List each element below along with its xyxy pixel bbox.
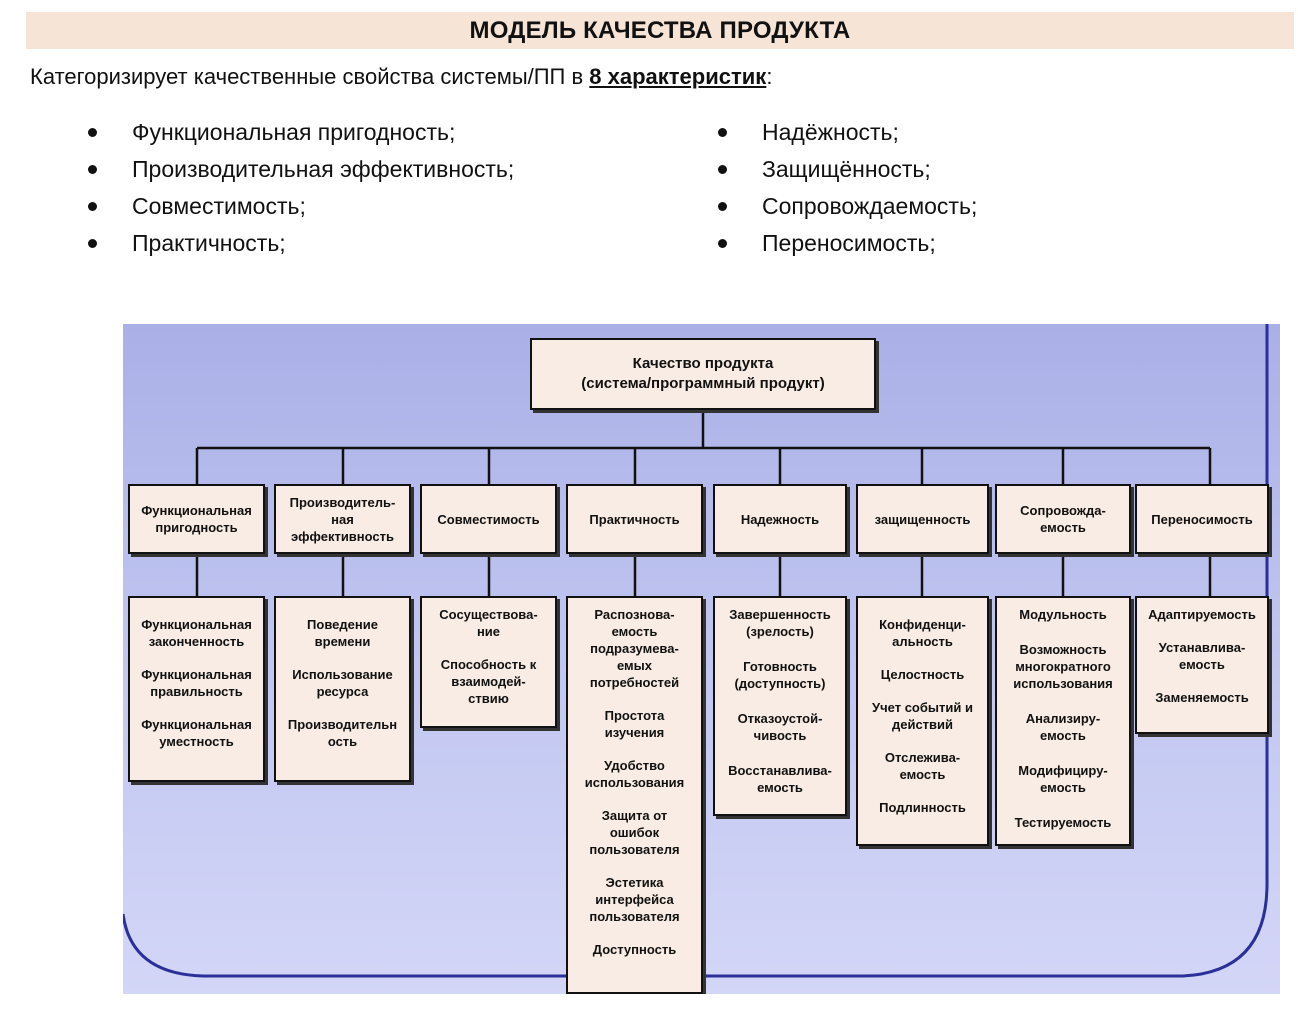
characteristic-node: Переносимость bbox=[1135, 484, 1269, 554]
characteristic-label: защищенность bbox=[874, 511, 971, 527]
bullet-item: Практичность; bbox=[88, 225, 514, 262]
subcharacteristic: Целостность bbox=[880, 667, 965, 682]
subcharacteristics-node: Модульность Возможность многократного ис… bbox=[995, 596, 1131, 846]
characteristic-label: Сопровожда- емость bbox=[1020, 503, 1106, 535]
characteristic-label: Надежность bbox=[740, 511, 820, 527]
bullet-item: Защищённость; bbox=[718, 151, 977, 188]
root-label: Качество продукта (система/программный п… bbox=[581, 355, 825, 392]
subcharacteristic: Отказоустой- чивость bbox=[737, 711, 823, 743]
subcharacteristic: Функциональная законченность bbox=[141, 617, 252, 649]
subcharacteristic: Завершенность (зрелость) bbox=[729, 607, 831, 639]
subcharacteristics-node: Адаптируемость Устанавлива- емость Замен… bbox=[1135, 596, 1269, 734]
subcharacteristic: Готовность (доступность) bbox=[734, 659, 826, 691]
characteristic-node: Сопровожда- емость bbox=[995, 484, 1131, 554]
bullet-item: Переносимость; bbox=[718, 225, 977, 262]
subcharacteristic: Функциональная правильность bbox=[141, 667, 252, 699]
subcharacteristic: Удобство использования bbox=[584, 758, 685, 790]
bullet-list-left: Функциональная пригодность; Производител… bbox=[88, 114, 514, 262]
subcharacteristic: Функциональная уместность bbox=[141, 717, 252, 749]
subcharacteristic: Восстанавлива- емость bbox=[728, 763, 832, 795]
characteristic-node: Совместимость bbox=[420, 484, 557, 554]
subcharacteristic: Доступность bbox=[592, 942, 677, 957]
subcharacteristics-node: Конфиденци- альность Целостность Учет со… bbox=[856, 596, 989, 846]
subcharacteristic: Использование ресурса bbox=[292, 667, 393, 699]
subcharacteristic: Подлинность bbox=[879, 800, 966, 815]
subcharacteristics-node: Функциональная законченность Функциональ… bbox=[128, 596, 265, 782]
bullet-item: Сопровождаемость; bbox=[718, 188, 977, 225]
subcharacteristic: Отслежива- емость bbox=[884, 750, 961, 782]
intro-paragraph: Категоризирует качественные свойства сис… bbox=[30, 64, 772, 90]
characteristic-label: Практичность bbox=[589, 511, 680, 527]
subcharacteristic: Защита от ошибок пользователя bbox=[589, 808, 680, 857]
characteristic-node: Функциональная пригодность bbox=[128, 484, 265, 554]
subcharacteristics-node: Поведение времени Использование ресурса … bbox=[274, 596, 411, 782]
subcharacteristic: Способность к взаимодей- ствию bbox=[440, 657, 537, 706]
subcharacteristic: Адаптируемость bbox=[1148, 607, 1256, 622]
subcharacteristic: Устанавлива- емость bbox=[1158, 640, 1246, 672]
intro-text-end: : bbox=[766, 64, 773, 89]
subcharacteristics-node: Распознова- емость подразумева- емых пот… bbox=[566, 596, 703, 994]
page-title: МОДЕЛЬ КАЧЕСТВА ПРОДУКТА bbox=[469, 16, 851, 44]
characteristic-node: Надежность bbox=[713, 484, 847, 554]
diagram-background bbox=[123, 324, 1269, 978]
subcharacteristic: Заменяемость bbox=[1155, 690, 1249, 705]
bullet-item: Функциональная пригодность; bbox=[88, 114, 514, 151]
characteristic-node: Производитель- ная эффективность bbox=[274, 484, 411, 554]
subcharacteristic: Распознова- емость подразумева- емых пот… bbox=[589, 607, 680, 690]
subcharacteristics-node: Завершенность (зрелость) Готовность (дос… bbox=[713, 596, 847, 816]
subcharacteristic: Поведение времени bbox=[307, 617, 378, 649]
title-bar: МОДЕЛЬ КАЧЕСТВА ПРОДУКТА bbox=[26, 12, 1294, 49]
subcharacteristic: Эстетика интерфейса пользователя bbox=[589, 875, 680, 924]
quality-model-diagram: Качество продукта (система/программный п… bbox=[123, 324, 1280, 994]
subcharacteristic: Конфиденци- альность bbox=[879, 617, 966, 649]
characteristic-node: Практичность bbox=[566, 484, 703, 554]
bullet-item: Производительная эффективность; bbox=[88, 151, 514, 188]
characteristic-label: Совместимость bbox=[437, 511, 540, 527]
characteristic-node: защищенность bbox=[856, 484, 989, 554]
characteristic-label: Функциональная пригодность bbox=[141, 503, 252, 535]
subcharacteristics-node: Сосуществова- ние Способность к взаимоде… bbox=[420, 596, 557, 728]
subcharacteristic: Возможность многократного использования bbox=[1013, 642, 1113, 691]
bullet-list-right: Надёжность; Защищённость; Сопровождаемос… bbox=[718, 114, 977, 262]
intro-emphasis: 8 характеристик bbox=[589, 64, 767, 89]
characteristic-label: Производитель- ная эффективность bbox=[289, 494, 396, 544]
subcharacteristic: Модифициру- емость bbox=[1018, 763, 1108, 795]
subcharacteristic: Сосуществова- ние bbox=[439, 607, 538, 639]
subcharacteristic: Учет событий и действий bbox=[872, 700, 973, 732]
subcharacteristic: Анализиру- емость bbox=[1025, 711, 1101, 743]
root-node: Качество продукта (система/программный п… bbox=[530, 338, 876, 410]
subcharacteristic: Производительн ость bbox=[287, 717, 398, 749]
characteristic-label: Переносимость bbox=[1151, 511, 1253, 527]
bullet-item: Совместимость; bbox=[88, 188, 514, 225]
subcharacteristic: Простота изучения bbox=[604, 708, 665, 740]
subcharacteristic: Модульность bbox=[1019, 607, 1107, 622]
connectors bbox=[195, 410, 1212, 596]
bullet-item: Надёжность; bbox=[718, 114, 977, 151]
slide-frame-curve bbox=[123, 324, 1269, 978]
intro-text: Категоризирует качественные свойства сис… bbox=[30, 64, 590, 89]
subcharacteristic: Тестируемость bbox=[1014, 815, 1112, 830]
